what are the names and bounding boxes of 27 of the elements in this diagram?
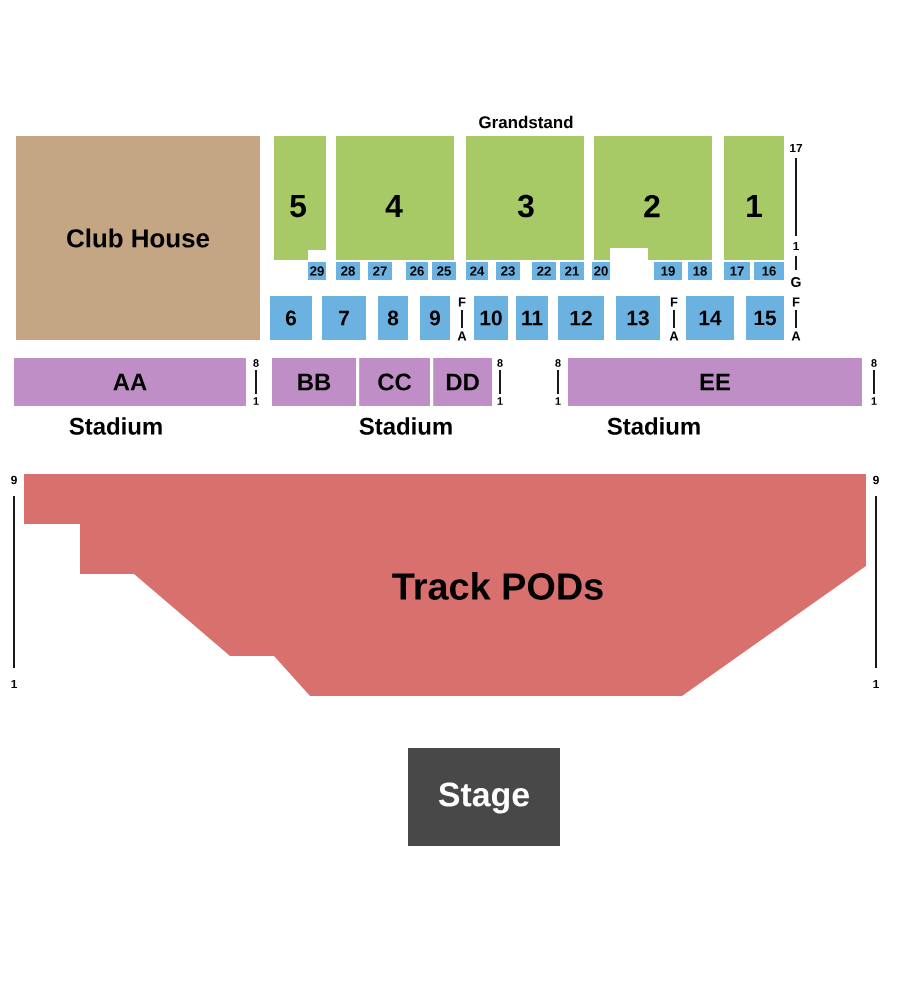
seating-section: 8 — [378, 296, 408, 340]
seating-section: DD — [433, 358, 492, 406]
seating-section: 7 — [322, 296, 366, 340]
seating-section: 2 — [594, 136, 712, 260]
seating-section: 4 — [336, 136, 454, 260]
seating-section: 12 — [558, 296, 604, 340]
stage-block: Stage — [408, 748, 560, 846]
seating-section: 3 — [466, 136, 584, 260]
seating-section: EE — [568, 358, 862, 406]
seating-section: 11 — [516, 296, 548, 340]
area-label: Grandstand — [479, 115, 573, 129]
seating-section: 10 — [474, 296, 508, 340]
seating-section: 14 — [686, 296, 734, 340]
area-label: Stadium — [69, 417, 162, 435]
seating-section: CC — [359, 358, 430, 406]
seating-section: 5 — [274, 136, 326, 260]
seating-section: 9 — [420, 296, 450, 340]
seating-section: BB — [272, 358, 356, 406]
area-label: Stadium — [359, 417, 452, 435]
seating-section: AA — [14, 358, 246, 406]
venue-block: Club House — [16, 136, 260, 340]
seating-section: 15 — [746, 296, 784, 340]
area-label: Stadium — [607, 417, 700, 435]
seating-section: Track PODs — [24, 474, 866, 696]
seating-section: 6 — [270, 296, 312, 340]
seating-section: 1 — [724, 136, 784, 260]
seating-section: 13 — [616, 296, 660, 340]
